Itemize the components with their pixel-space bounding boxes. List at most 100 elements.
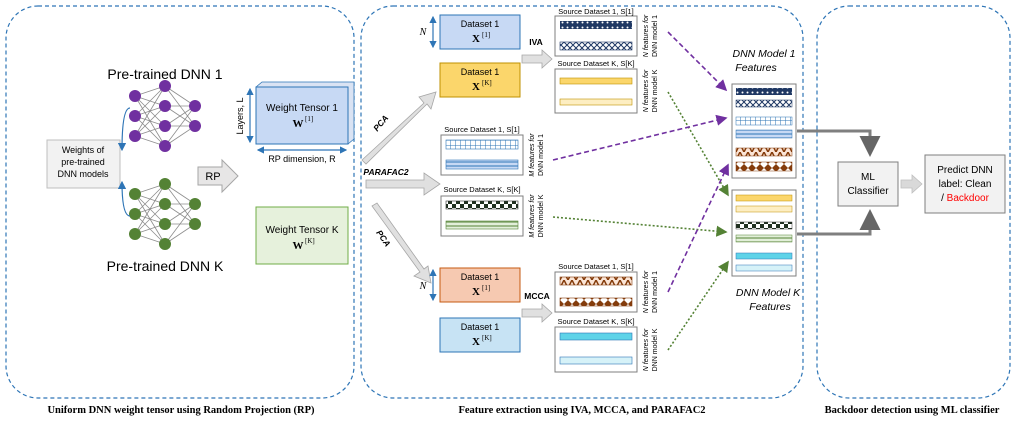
iva-source-k-feature-1 — [559, 77, 633, 85]
dataset-k-yellow-symbol: X — [472, 81, 480, 93]
weights-box — [46, 139, 121, 189]
network-edge — [164, 203, 196, 225]
parafac2-m-features-model-1-line-2: DNN model 1 — [538, 134, 545, 176]
iva-source-1-feature-cross — [559, 41, 633, 51]
mcca-source-k-feature-2 — [559, 356, 633, 365]
network-node — [129, 130, 141, 142]
weights-box-line-3: DNN models — [57, 169, 109, 179]
model-k-title: Pre-trained DNN K — [107, 258, 224, 274]
layers-label: Layers, L — [235, 97, 245, 134]
model-k-features-box — [731, 189, 797, 277]
network-edge — [134, 105, 166, 137]
parafac2-source-1-feature-lines — [445, 159, 519, 170]
iva-n-features-model-1-line-2: DNN model 1 — [652, 15, 659, 57]
weight-tensor-k-label: Weight Tensor K — [265, 225, 338, 236]
iva-arrow — [521, 49, 553, 69]
dataset-1-blue — [439, 14, 521, 50]
mcca-n-features-model-k-line-1: N features for — [643, 328, 650, 371]
iva-n-features-model-k-line-1: N features for — [643, 69, 650, 112]
weights-box-line-1: Weights of — [62, 145, 105, 155]
mcca-source-1-feature-diamond — [559, 297, 633, 307]
mcca-source-k-feature-1 — [559, 332, 633, 341]
network-node — [129, 90, 141, 102]
connector-iva-model-k — [667, 91, 729, 197]
network-edge — [164, 105, 196, 127]
connector-model-1-to-weights — [117, 107, 131, 152]
network-node — [189, 218, 201, 230]
ml-classifier-line-2: Classifier — [847, 186, 889, 197]
iva-label: IVA — [529, 37, 543, 47]
prediction-backdoor: Backdoor — [947, 193, 990, 204]
network-node — [159, 238, 171, 250]
prediction-line-3: / Backdoor — [941, 193, 989, 204]
network-node — [129, 228, 141, 240]
dataset-k-yellow-label: Dataset 1 — [461, 67, 500, 77]
parafac2-m-features-model-1-line-1: M features for — [529, 133, 536, 177]
dataset-1-salmon-symbol: X — [472, 286, 480, 298]
caption-feature-extraction: Feature extraction using IVA, MCCA, and … — [458, 405, 705, 416]
mcca-label: MCCA — [524, 291, 550, 301]
n-label-bottom: N — [419, 281, 428, 292]
model-k-feature-1 — [735, 194, 793, 202]
network-edge — [164, 125, 196, 147]
mcca-n-features-model-k-line-2: DNN model K — [652, 328, 659, 371]
network-edge — [134, 85, 166, 137]
dataset-1-blue-symbol: X — [472, 33, 480, 45]
weight-tensor-1-label: Weight Tensor 1 — [266, 103, 338, 114]
network-edge — [134, 183, 166, 235]
dataset-1-blue-label: Dataset 1 — [461, 19, 500, 29]
classifier-to-prediction-arrow — [900, 174, 923, 194]
network-node — [129, 208, 141, 220]
model-1-features-title-line-1: DNN Model 1 — [732, 48, 795, 60]
neural-network-1-icon — [129, 80, 201, 152]
dataset-k-blue-symbol: X — [472, 336, 480, 348]
connector-model-1-to-classifier — [797, 129, 881, 157]
dataset-1-salmon-superscript: [1] — [482, 284, 490, 292]
dataset-k-yellow-superscript: [K] — [482, 79, 492, 87]
model-k-feature-cyan-1 — [735, 252, 793, 260]
network-edge — [164, 203, 196, 245]
dataset-1-blue-superscript: [1] — [482, 31, 490, 39]
mcca-n-features-model-1-line-2: DNN model 1 — [652, 271, 659, 313]
panel-random-projection — [5, 5, 355, 399]
dataset-k-yellow — [439, 62, 521, 98]
parafac2-source-1-feature-grid — [445, 139, 519, 150]
caption-backdoor-detection: Backdoor detection using ML classifier — [825, 405, 1000, 416]
network-node — [129, 110, 141, 122]
weight-tensor-k — [255, 206, 349, 265]
iva-source-k-feature-2 — [559, 98, 633, 106]
network-edge — [164, 85, 196, 107]
mcca-source-k-title: Source Dataset K, S[K] — [557, 317, 634, 326]
network-edge — [164, 105, 196, 147]
caption-random-projection: Uniform DNN weight tensor using Random P… — [47, 405, 315, 416]
parafac2-source-1-title: Source Dataset 1, S[1] — [444, 125, 519, 134]
prediction-line-1: Predict DNN — [937, 165, 993, 176]
model-k-feature-cyan-2 — [735, 264, 793, 272]
ml-classifier-box — [837, 161, 899, 207]
iva-n-features-model-k-line-2: DNN model K — [652, 69, 659, 112]
parafac2-source-k-feature-checker — [445, 200, 519, 210]
weight-tensor-1-superscript: [1] — [305, 115, 313, 123]
dataset-k-blue — [439, 317, 521, 353]
model-1-feature-cross — [735, 99, 793, 108]
dataset-k-blue-label: Dataset 1 — [461, 322, 500, 332]
iva-source-k-title: Source Dataset K, S[K] — [557, 59, 634, 68]
prediction-slash: / — [941, 193, 947, 204]
iva-source-1-title: Source Dataset 1, S[1] — [558, 7, 633, 16]
model-1-feature-zigzag — [735, 147, 793, 157]
network-node — [159, 80, 171, 92]
dataset-1-salmon — [439, 267, 521, 303]
network-node — [189, 120, 201, 132]
parafac2-source-k-feature-lines — [445, 220, 519, 230]
network-node — [159, 218, 171, 230]
iva-n-features-model-1-line-1: N features for — [643, 14, 650, 57]
model-1-feature-diamond — [735, 161, 793, 172]
neural-network-k-icon — [129, 178, 201, 250]
connector-model-k-to-weights — [117, 180, 131, 217]
model-1-features-title-line-2: Features — [735, 62, 777, 74]
connector-parafac2-model-1 — [552, 114, 728, 161]
n-label-top: N — [419, 27, 428, 38]
model-1-feature-lines — [735, 129, 793, 139]
network-node — [129, 188, 141, 200]
